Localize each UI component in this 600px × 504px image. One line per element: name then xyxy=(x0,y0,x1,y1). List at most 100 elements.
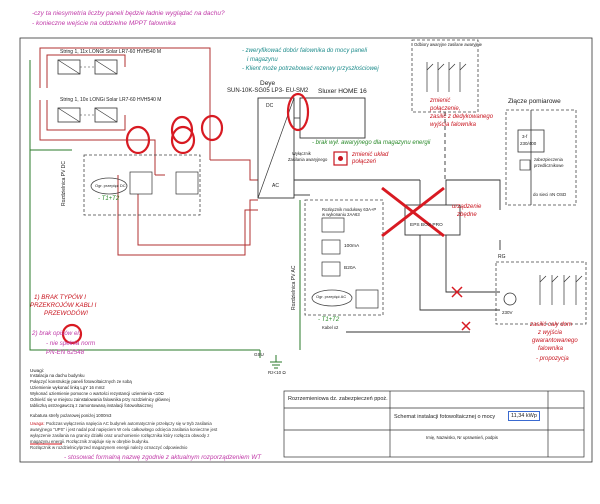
disconnector-label-2: w wykonaniu 2AA63 xyxy=(322,212,360,217)
legend-line-8: Kubatura strefy pożarowej poniżej 1000m3 xyxy=(30,413,112,418)
meter-cabinet-label: Złącze pomiarowe xyxy=(508,98,561,105)
modular-disconnector xyxy=(321,217,345,233)
title-block xyxy=(283,390,585,458)
red-highlight-circles xyxy=(61,92,310,345)
title-scheme: Schemat instalacji fotowoltaicznej o moc… xyxy=(394,414,496,420)
note-change-connections: zmienić układ połączeń xyxy=(352,152,389,165)
dc-distribution-box xyxy=(83,154,201,216)
warning-title: Uwaga: xyxy=(30,421,45,426)
emergency-loads-label: Odbiory awaryjne zasilane awaryjnie xyxy=(414,42,482,47)
breaker-b20 xyxy=(321,261,341,277)
cable-label: Kabel x2 xyxy=(322,325,339,330)
ac-spd-label: Ogr. przepięć AC xyxy=(316,294,347,299)
ac-wiring xyxy=(294,179,501,333)
pre-meter-fuse xyxy=(519,159,531,171)
rcd-label: 100mA xyxy=(344,244,360,249)
emergency-switch-label-1: Wyłącznik xyxy=(292,151,311,156)
socket-icon xyxy=(503,292,517,306)
dc-label: DC xyxy=(266,103,274,109)
legend-line-2: Połączyć konstrukcję paneli fotowoltaicz… xyxy=(30,379,132,384)
note-norm-2: PN-EN 62548 xyxy=(46,349,85,356)
pre-meter-label-1: zabezpieczenia xyxy=(534,157,563,162)
pre-meter-label-2: przedlicznikowe xyxy=(534,163,564,168)
dc-surge-protector xyxy=(90,177,128,195)
note-unnecessary-2: zbędne xyxy=(457,212,477,218)
title-power: 11,34 kWp xyxy=(508,411,540,422)
warning-line-1: Podczas wyłączenia napięcia AC budynek a… xyxy=(46,421,212,426)
inverter-model: SUN-10K-SG05 LP3- EU-SM2 xyxy=(227,88,309,94)
eps-cross-out-mark xyxy=(381,186,445,238)
note-whole-house-4: falownika xyxy=(538,346,564,352)
inverter-brand: Deye xyxy=(260,80,276,87)
legend-line-5: Odnieść się w miejscu zainstalowania fal… xyxy=(30,397,170,402)
note-change-inverter-4: wyjścia falownika xyxy=(430,122,477,128)
earth-bar-label: GSU xyxy=(254,352,264,357)
meter-phase: 3-f xyxy=(522,134,528,139)
ac-surge-protector xyxy=(311,289,353,307)
warning-line-4: magazynu energii. Rozłącznik znajduje si… xyxy=(30,439,150,444)
drawing-frame xyxy=(19,37,593,463)
note-change-inverter-2: połączenie, xyxy=(430,106,461,112)
disconnector-label-1: Rozłącznik modułowy 63A+P xyxy=(322,207,377,212)
note-unnecessary-1: urządzenie xyxy=(452,204,482,210)
ac-spd-block xyxy=(355,289,379,309)
dc-fuse-block-2 xyxy=(175,171,199,195)
warning-line-2: awaryjnego "UPS" i jest nadal pod napięc… xyxy=(30,427,218,432)
string1-label: String 1, 11x LONGi Solar LR7-60 HVH540 … xyxy=(60,49,162,55)
note-mppt: - konieczne wejście na oddzielne MPPT fa… xyxy=(32,20,176,27)
ac-box-vertical-label: Rozdzielnica PV AC xyxy=(291,265,297,310)
note-norm-1: - nie spełnia norm xyxy=(46,340,96,347)
note-inverter-check-2: i magazynu xyxy=(247,57,278,63)
rg-label: RG xyxy=(498,254,506,260)
ac-label: AC xyxy=(272,183,279,189)
main-distribution-breakers xyxy=(539,275,583,305)
legend-line-3: Uziemienie wykonać linką LgY 16 mm2 xyxy=(30,385,105,390)
note-t1t2-ac: - T1+T2 xyxy=(318,317,340,323)
note-whole-house-5: - propozycja xyxy=(536,356,569,362)
earth-symbol-icon xyxy=(270,355,282,369)
eps-label: EPS BOX PRO xyxy=(410,223,443,228)
note-change-inverter-3: zasilić z dedykowanego xyxy=(430,114,494,120)
earth-resistance-label: Rz<10 Ω xyxy=(268,370,286,375)
note-inverter-check: - zweryfikować dobór falownika do mocy p… xyxy=(242,48,368,54)
meter-voltage: 230/400 xyxy=(520,141,537,146)
emergency-switch-label-2: Zasilania awaryjnego xyxy=(288,157,328,162)
warning-line-5: Rozłącznik w rozdzielnicy/przed magazyne… xyxy=(30,445,188,450)
voltage-230-label: 230V xyxy=(502,310,513,315)
pv-string-2 xyxy=(57,107,118,123)
meter-cabinet xyxy=(505,109,577,206)
dc-box-vertical-label: Rozdzielnica PV DC xyxy=(61,160,67,206)
note-change-inverter-1: zmienić xyxy=(430,98,451,104)
note-missing-descriptions: 2) brak opisów el. xyxy=(32,330,81,337)
grid-label: do sieci nN OSD xyxy=(533,192,567,197)
legend-line-6: tabliczką ostrzegawczą z zamontowaną ins… xyxy=(30,403,153,408)
rcd-100ma xyxy=(321,239,341,255)
dc-spd-label: Ogr. przepięć DC xyxy=(95,183,126,188)
note-reserve: - Klient może potrzebować rezerwy przysz… xyxy=(242,66,379,72)
main-distribution-box xyxy=(495,261,587,325)
eps-box xyxy=(404,204,461,236)
note-no-emergency-switch: - brak wył. awaryjnego dla magazynu ener… xyxy=(312,140,431,146)
legend-line-4: Wykonać uziemienie pomocne o wartości re… xyxy=(30,391,164,396)
note-missing-cables-1: 1) BRAK TYPÓW I xyxy=(34,294,86,301)
note-missing-cables-2: PRZEKROJÓW KABLI I xyxy=(30,302,97,309)
note-asymmetry: -czy ta niesymetria liczby paneli będzie… xyxy=(32,10,225,17)
warning-line-3: wyłączenie zasilania na granicy działki … xyxy=(30,433,210,438)
legend-title: Uwagi: xyxy=(30,368,45,373)
dc-fuse-block-1 xyxy=(129,171,153,195)
earth-wiring xyxy=(29,60,301,358)
red-x-marks xyxy=(451,286,471,331)
dc-wiring xyxy=(39,47,258,256)
string2-label: String 1, 10x LONGi Solar LR7-60 HVH540 … xyxy=(60,97,162,103)
title-sub: Imię, Nazwisko, Nr uprawnień, podpis xyxy=(426,435,498,440)
note-t1t2-dc: - T1+T2 xyxy=(98,196,120,202)
legend-line-1: Instalacja na dachu budynku xyxy=(30,373,85,378)
note-whole-house-1: zasilić cały dom xyxy=(530,322,573,328)
ac-distribution-box xyxy=(304,199,384,316)
note-missing-cables-3: PRZEWODÓW! xyxy=(44,310,88,317)
emergency-loads-breakers xyxy=(426,62,467,92)
battery-model: Sluxer HOME 16 xyxy=(318,88,367,95)
note-whole-house-3: gwarantowanego xyxy=(532,338,578,344)
battery-box xyxy=(299,97,366,139)
